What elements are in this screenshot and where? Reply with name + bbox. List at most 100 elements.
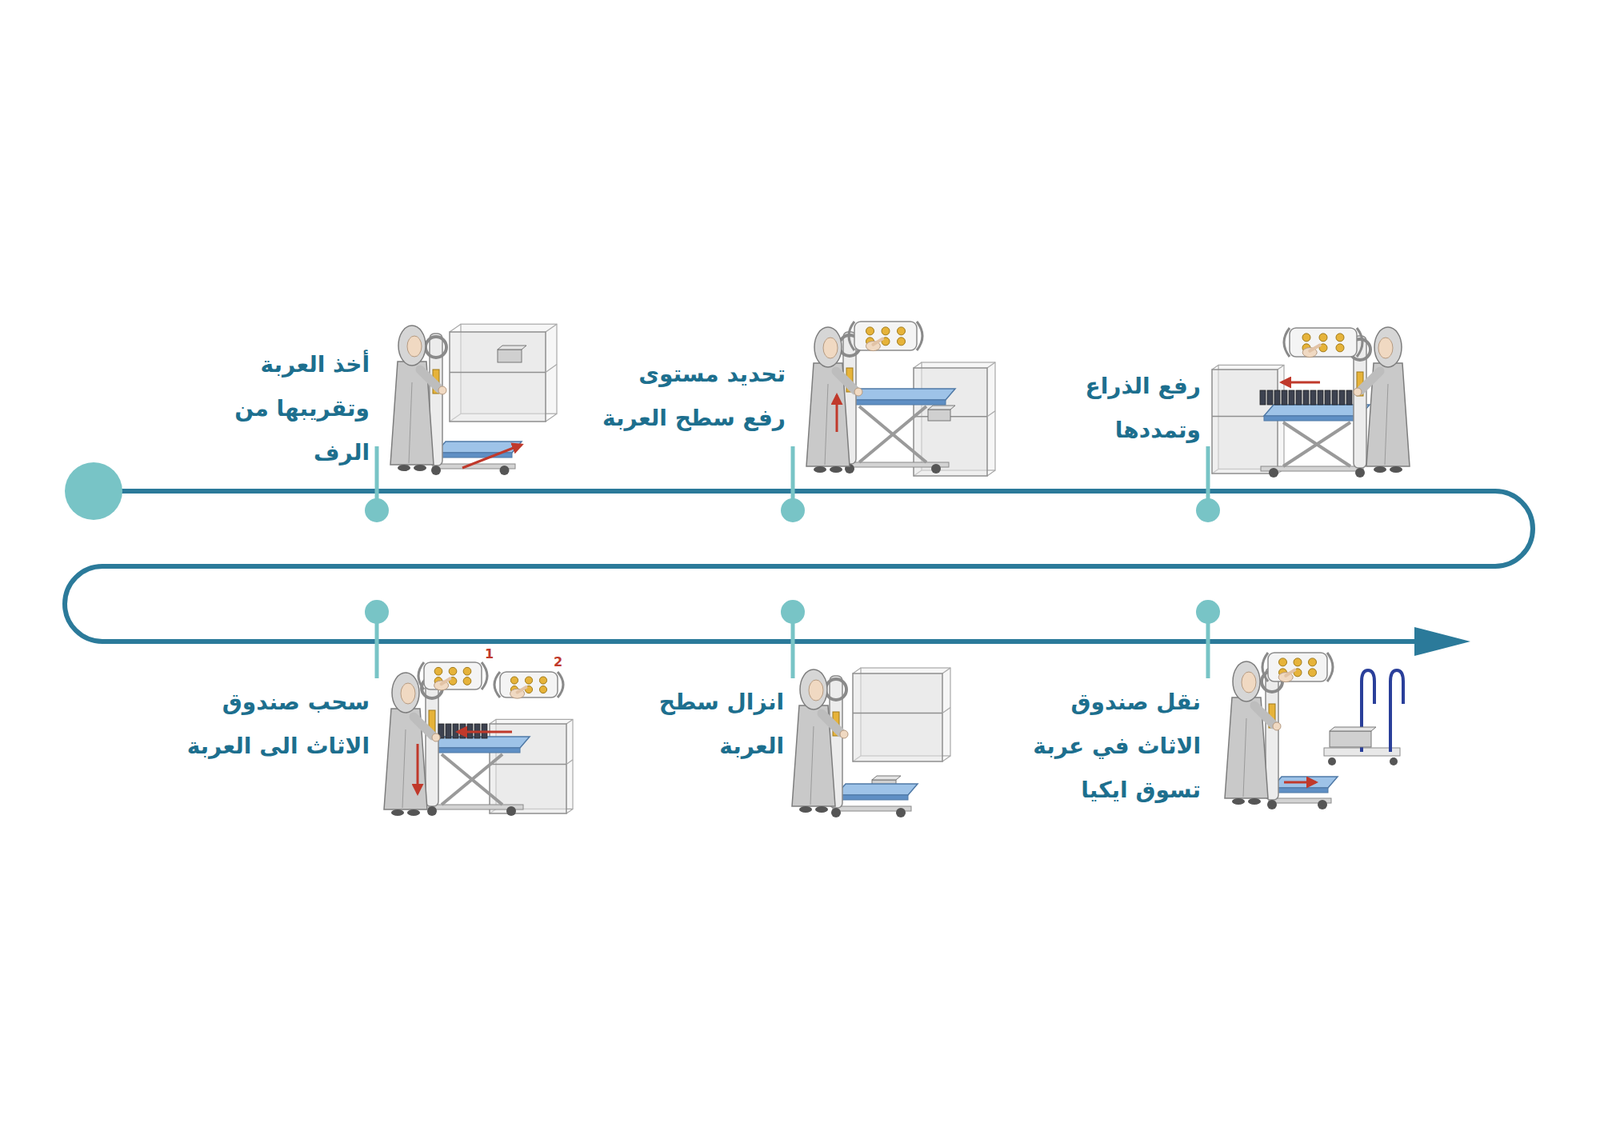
timeline-arrowhead	[1414, 627, 1471, 656]
shelf-edge	[566, 719, 573, 724]
milestone-dot	[1196, 498, 1220, 523]
shelf-unit	[852, 668, 951, 762]
pressing-finger	[1285, 670, 1295, 676]
wheel	[1328, 757, 1336, 766]
shelf-board	[942, 708, 951, 714]
timeline-start	[64, 462, 123, 520]
scissor-lift	[859, 406, 927, 463]
pressing-finger	[1309, 345, 1320, 352]
person-figure	[1224, 661, 1281, 805]
panel-button	[897, 337, 906, 346]
control-panel	[494, 672, 564, 699]
panel-wing	[1327, 652, 1333, 682]
person-figure	[792, 669, 848, 813]
panel-face	[1289, 328, 1357, 357]
panel-wing	[916, 321, 923, 351]
callout-number: 2	[553, 656, 563, 669]
box-front	[1329, 731, 1372, 748]
head-scarf	[1232, 661, 1260, 702]
platform-edge	[1272, 788, 1328, 793]
lift-cart	[825, 676, 918, 818]
foot	[1389, 466, 1403, 473]
shelf-edge	[942, 668, 951, 674]
shelf-board	[852, 712, 943, 715]
step-label: نقل صندوق الاثاث في عربة تسوق ايكيا	[1008, 680, 1201, 812]
motion-arrow	[1281, 381, 1320, 384]
foot	[829, 466, 843, 473]
wheel	[831, 808, 841, 818]
face	[823, 337, 838, 359]
face	[407, 336, 422, 357]
face	[400, 683, 416, 704]
wheel	[1317, 800, 1328, 810]
wheel	[1355, 468, 1365, 478]
panel-face	[854, 321, 917, 351]
person-figure	[1353, 327, 1410, 473]
furniture-box	[497, 345, 527, 363]
milestone-dot	[780, 600, 805, 624]
robe-fold	[824, 384, 828, 465]
callout-number: 1	[484, 648, 494, 661]
arm	[821, 713, 841, 733]
panel-button	[539, 686, 547, 694]
step-label: أخذ العربة وتقريبها من الرف	[201, 342, 370, 475]
shelf-board	[987, 411, 996, 417]
platform-edge	[849, 400, 946, 405]
scissor-lift	[859, 406, 927, 463]
shelf-edge	[1212, 364, 1219, 370]
shelf-edge	[913, 362, 922, 368]
shelf-board	[545, 364, 557, 373]
shelf-edge	[449, 324, 461, 332]
shelf-edge	[987, 362, 996, 368]
panel-button	[463, 667, 472, 676]
head-scarf	[1374, 327, 1402, 368]
cart-platform	[849, 388, 956, 400]
foot	[1373, 466, 1387, 473]
wheel	[500, 465, 510, 476]
panel-button	[1336, 333, 1344, 342]
panel-wing	[557, 672, 564, 698]
panel-face	[1268, 652, 1328, 682]
face	[808, 680, 824, 701]
foot	[813, 466, 827, 473]
arm-slat	[1260, 390, 1266, 405]
panel-button	[524, 676, 532, 684]
panel-button	[1319, 333, 1328, 342]
pressing-finger	[872, 339, 883, 345]
scene-set-height	[806, 321, 996, 476]
motion-arrow	[836, 395, 839, 432]
motion-arrow	[416, 744, 420, 794]
arm-slat	[1332, 390, 1338, 405]
panel-button	[1302, 333, 1311, 342]
motion-arrow	[457, 731, 512, 734]
arm-slat	[1339, 390, 1345, 405]
panel-button	[1308, 658, 1317, 667]
panel-button	[463, 677, 472, 686]
cart-post	[1265, 668, 1279, 800]
panel-wing	[494, 672, 500, 698]
panel-button	[1308, 668, 1317, 677]
control-panel	[1284, 328, 1363, 358]
panel-wing	[418, 662, 424, 690]
shelf-front	[1212, 369, 1278, 474]
panel-button	[539, 676, 547, 684]
control-panel	[1262, 652, 1333, 683]
shelf-board	[449, 372, 546, 374]
panel-button	[434, 667, 443, 676]
shelf-unit	[489, 719, 573, 814]
pressing-finger	[517, 687, 527, 692]
scissor-lift	[1283, 422, 1351, 467]
head-scarf	[814, 327, 842, 368]
panel-face	[500, 672, 558, 698]
face	[1241, 672, 1256, 693]
timeline-path	[64, 491, 1533, 642]
arm	[420, 369, 440, 389]
hand	[1353, 388, 1362, 396]
panel-button	[1336, 344, 1344, 352]
panel-wing	[481, 662, 488, 690]
cart-handle	[825, 679, 847, 700]
foot	[407, 809, 420, 816]
robe-fold	[810, 726, 814, 805]
milestone-dot	[780, 498, 805, 523]
